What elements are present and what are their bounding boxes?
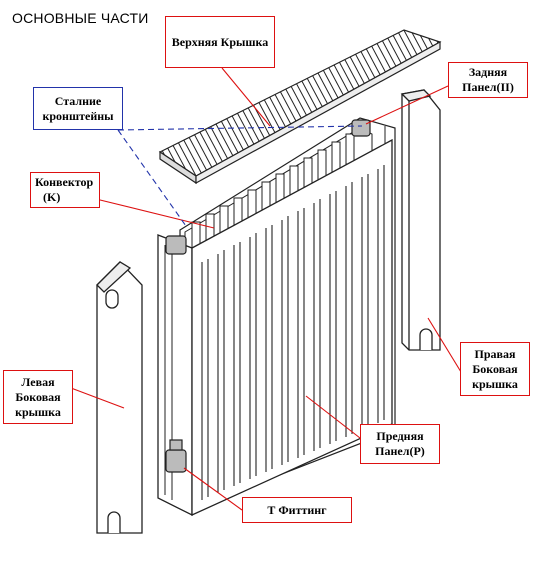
- convector-label: Конвектор (K): [30, 172, 100, 208]
- left-side-cover: [96, 261, 143, 534]
- steel-brackets-label: Сталние кронштейны: [33, 87, 123, 130]
- back-panel-text-1: Задняя: [468, 65, 508, 79]
- top-cover-label: Верхняя Крышка: [165, 16, 275, 68]
- left-side-cover-text-3: крышка: [15, 404, 61, 419]
- right-side-cover-label: Правая Боковая крышка: [460, 342, 530, 396]
- right-side-cover: [400, 89, 441, 351]
- left-side-cover-text-1: Левая: [21, 374, 55, 389]
- top-cover-grill: [158, 29, 442, 185]
- right-side-cover-text-3: крышка: [472, 376, 518, 391]
- front-panel: [157, 138, 393, 517]
- back-panel-text-2: Панел(II): [462, 80, 514, 94]
- left-side-cover-text-2: Боковая: [15, 389, 61, 404]
- convector-text-2: (K): [43, 190, 61, 204]
- front-panel-text-1: Предняя: [376, 429, 424, 443]
- right-side-cover-text-1: Правая: [474, 346, 516, 361]
- top-cover-text: Верхняя Крышка: [171, 34, 269, 49]
- right-side-cover-text-2: Боковая: [472, 361, 518, 376]
- front-panel-label: Предняя Панел(P): [360, 424, 440, 464]
- diagram-title: ОСНОВНЫЕ ЧАСТИ: [12, 10, 149, 26]
- front-panel-text-2: Панел(P): [375, 444, 425, 458]
- left-side-cover-label: Левая Боковая крышка: [3, 370, 73, 424]
- back-panel-label: Задняя Панел(II): [448, 62, 528, 98]
- steel-brackets-text-1: Сталние: [54, 93, 102, 108]
- t-fitting-text: Т Фиттинг: [267, 502, 327, 517]
- t-fitting-parts: [165, 119, 371, 473]
- t-fitting-label: Т Фиттинг: [242, 497, 352, 523]
- bracket-leader-lines: [117, 125, 363, 227]
- steel-brackets-text-2: кронштейны: [42, 108, 114, 123]
- leader-lines: [70, 67, 462, 511]
- convector-text-1: Конвектор: [35, 175, 94, 189]
